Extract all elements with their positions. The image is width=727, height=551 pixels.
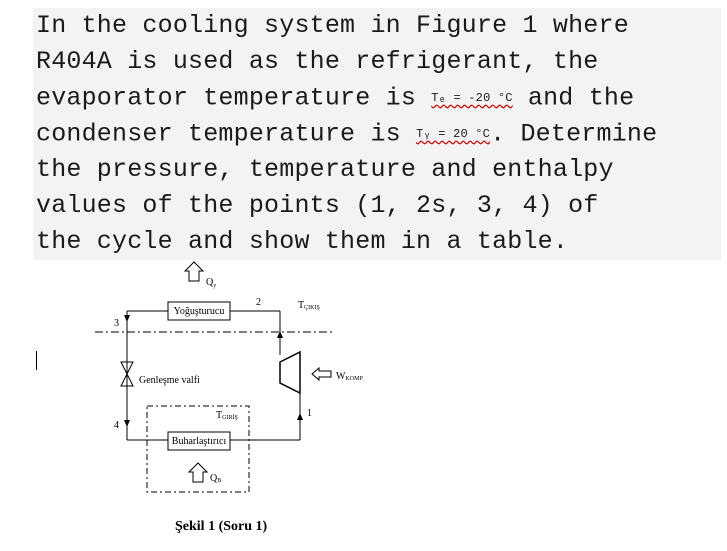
heat-out-label: Qy bbox=[206, 277, 216, 289]
heat-in-label: QB bbox=[210, 473, 221, 484]
question-line-4-start: condenser temperature is bbox=[36, 119, 417, 149]
expansion-valve-label: Genleşme valfi bbox=[139, 375, 200, 386]
compressor-icon bbox=[279, 350, 301, 395]
question-line-7: the cycle and show them in a table. bbox=[36, 227, 569, 256]
point-3-label: 3 bbox=[114, 318, 119, 329]
flow-arrows bbox=[124, 315, 303, 427]
condenser-label: Yoğuşturucu bbox=[174, 306, 225, 317]
question-line-5: the pressure, temperature and enthalpy bbox=[36, 155, 614, 184]
text-cursor bbox=[36, 351, 37, 370]
work-input-arrow-icon bbox=[311, 366, 332, 382]
point-2-label: 2 bbox=[256, 297, 261, 308]
figure-caption: Şekil 1 (Soru 1) bbox=[175, 519, 268, 534]
evaporator-temperature-value: Tₑ = -20 °C bbox=[431, 91, 513, 105]
question-line-1: In the cooling system in Figure 1 where bbox=[36, 11, 629, 40]
point-1-label: 1 bbox=[307, 408, 312, 419]
question-line-4-end: . Determine bbox=[490, 119, 658, 149]
question-text-block: In the cooling system in Figure 1 where … bbox=[33, 8, 721, 260]
question-line-6: values of the points (1, 2s, 3, 4) of bbox=[36, 191, 599, 220]
evaporator-label: Buharlaştırıcı bbox=[172, 436, 227, 447]
point-4-label: 4 bbox=[114, 420, 119, 431]
question-line-2: R404A is used as the refrigerant, the bbox=[36, 47, 599, 76]
heat-in-arrow-icon bbox=[187, 462, 209, 483]
condenser-box: Yoğuşturucu bbox=[167, 301, 231, 321]
work-input-label: WKOMP bbox=[336, 371, 363, 382]
question-line-3-end: and the bbox=[512, 83, 635, 113]
evaporator-boundary bbox=[146, 405, 250, 493]
question-line-3-start: evaporator temperature is bbox=[36, 83, 432, 113]
heat-out-arrow-icon bbox=[183, 261, 205, 282]
question-line-3: evaporator temperature is Tₑ = -20 °C an… bbox=[36, 80, 634, 117]
evaporator-box: Buharlaştırıcı bbox=[167, 431, 231, 451]
outlet-temperature-label: TÇIKIŞ bbox=[298, 300, 320, 311]
question-line-4: condenser temperature is Tᵧ = 20 °C. Det… bbox=[36, 116, 657, 153]
condenser-temperature-value: Tᵧ = 20 °C bbox=[416, 127, 491, 141]
inlet-temperature-label: TGİRİŞ bbox=[216, 410, 238, 421]
